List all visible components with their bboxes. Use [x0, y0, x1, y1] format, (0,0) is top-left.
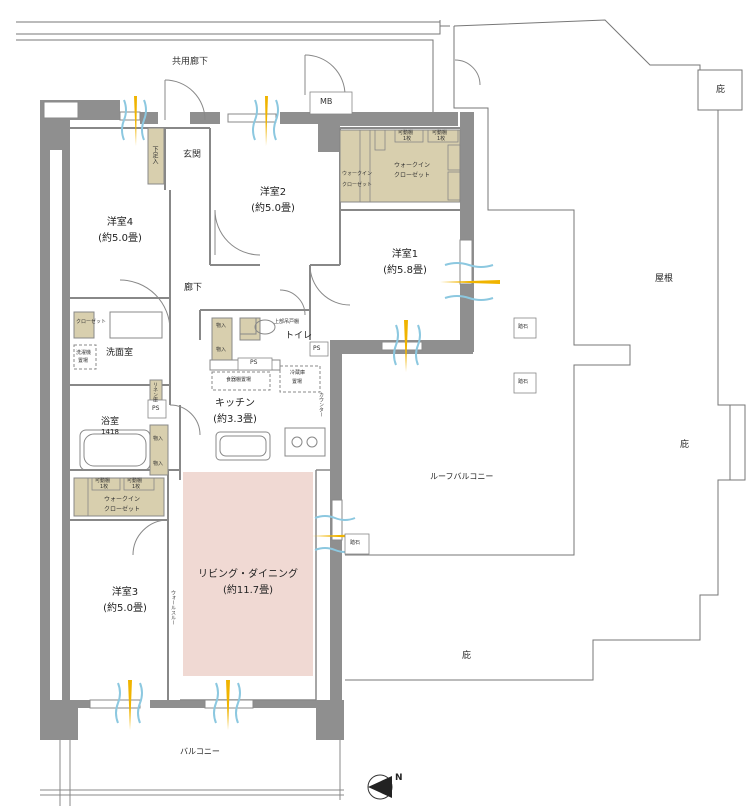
room-western1-name: 洋室1: [391, 249, 419, 260]
label-wic2-a: ウォークイン: [342, 171, 373, 177]
compass: [367, 774, 393, 800]
ac-unit: [43, 101, 79, 119]
label-stepping-stone3: 踏石: [350, 540, 361, 546]
label-eave-right: 庇: [680, 440, 690, 450]
room-western2: 洋室2 (約5.0畳): [251, 188, 295, 220]
label-closet: クローゼット: [76, 319, 107, 325]
label-storage1: 物入: [216, 323, 227, 329]
room-western4-name: 洋室4: [106, 217, 134, 228]
roof-outline: [345, 19, 746, 681]
label-wic3-a: ウォークイン: [104, 496, 141, 503]
corridor-frame: [16, 20, 441, 116]
label-washroom: 洗面室: [106, 348, 134, 358]
storage-details: [73, 129, 461, 517]
room-western3-name: 洋室3: [111, 587, 139, 598]
room-living-size: (約11.7畳): [222, 585, 274, 596]
label-ps1: PS: [250, 359, 258, 366]
room-living: リビング・ダイニング (約11.7畳): [198, 570, 298, 602]
label-washer-b: 置場: [78, 358, 89, 364]
label-eave-top: 庇: [716, 85, 726, 95]
room-western4: 洋室4 (約5.0畳): [98, 218, 142, 250]
label-stepping-stone2: 踏石: [518, 379, 529, 385]
room-bath: 浴室 1418: [101, 418, 119, 442]
room-living-name: リビング・ダイニング: [198, 569, 298, 580]
label-storage3: 物入: [153, 436, 164, 442]
room-western2-size: (約5.0畳): [251, 203, 295, 214]
label-common-corridor: 共用廊下: [172, 57, 209, 67]
label-balcony: バルコニー: [180, 747, 220, 756]
label-roof: 屋根: [655, 274, 674, 284]
room-bath-size: 1418: [101, 428, 119, 436]
stepping-stones: [344, 317, 537, 555]
label-shelf4: 可動棚: [127, 478, 143, 484]
room-western3: 洋室3 (約5.0畳): [103, 588, 147, 620]
label-fridge-a: 冷蔵庫: [290, 370, 306, 376]
label-linen: リネン庫: [152, 382, 158, 402]
label-mb: MB: [320, 97, 333, 106]
label-wic1-b: クローゼット: [394, 172, 431, 179]
living-floor: [183, 472, 313, 676]
label-shelf1-n: 1枚: [403, 136, 412, 142]
room-western1-size: (約5.8畳): [383, 265, 427, 276]
room-western2-name: 洋室2: [259, 187, 287, 198]
label-toilet-shelf: 上部吊戸棚: [274, 319, 300, 325]
label-storage2: 物入: [216, 347, 227, 353]
label-toilet: トイレ: [285, 331, 313, 341]
label-shelf2-n: 1枚: [437, 136, 446, 142]
label-wic3-b: クローゼット: [104, 506, 141, 513]
label-wic1-a: ウォークイン: [394, 162, 431, 169]
room-bath-name: 浴室: [100, 417, 120, 427]
label-shelf3-n: 1枚: [100, 484, 109, 490]
label-shelf3: 可動棚: [95, 478, 111, 484]
label-stepping-stone1: 踏石: [518, 324, 529, 330]
door-swings: [119, 54, 481, 556]
label-washer-a: 洗濯機: [76, 350, 92, 356]
wind-marks: [115, 99, 494, 724]
room-western4-size: (約5.0畳): [98, 233, 142, 244]
label-dish-rack: 食器棚置場: [226, 377, 252, 383]
label-entrance: 玄関: [183, 150, 202, 160]
label-shelf4-n: 1枚: [132, 484, 141, 490]
label-shelf2: 可動棚: [432, 130, 448, 136]
label-wic2-b: クローゼット: [342, 182, 373, 188]
label-shelf1: 可動棚: [398, 130, 414, 136]
label-counter: カウンター: [318, 392, 324, 417]
room-kitchen-name: キッチン: [215, 398, 255, 409]
room-kitchen: キッチン (約3.3畳): [213, 399, 257, 431]
compass-north: N: [395, 773, 403, 783]
label-eave-bottom: 庇: [462, 651, 472, 661]
label-fridge-b: 置場: [292, 379, 303, 385]
room-western3-size: (約5.0畳): [103, 603, 147, 614]
label-shoebox: 下足入: [151, 146, 158, 164]
room-kitchen-size: (約3.3畳): [213, 414, 257, 425]
label-ps3: PS: [152, 405, 160, 412]
balcony-outline: [40, 740, 344, 806]
room-western1: 洋室1 (約5.8畳): [383, 250, 427, 282]
label-walk-way: ウォールスルー: [170, 590, 176, 625]
label-hallway: 廊下: [184, 283, 203, 293]
label-roof-balcony: ルーフバルコニー: [430, 472, 494, 481]
label-storage4: 物入: [153, 461, 164, 467]
label-ps2: PS: [313, 345, 321, 352]
utility-boxes: [147, 91, 353, 419]
